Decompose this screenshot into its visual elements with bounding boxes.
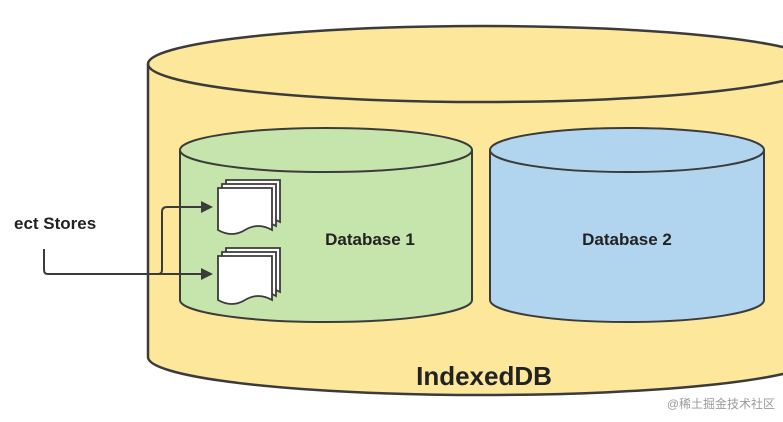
database-2-label: Database 2 [582, 230, 672, 249]
watermark-text: @稀土掘金技术社区 [667, 396, 775, 411]
arrowhead-2-icon [201, 268, 213, 280]
object-stores-label: ect Stores [14, 214, 96, 233]
database-1-top [179, 127, 473, 173]
database-2-cylinder [489, 127, 765, 323]
database-2-top [489, 127, 765, 173]
indexeddb-label: IndexedDB [416, 361, 552, 391]
object-store-icon-1 [217, 179, 281, 235]
database-2-body [489, 150, 765, 323]
arrowhead-1-icon [201, 201, 213, 213]
object-store-icon-2 [217, 247, 281, 305]
database-1-label: Database 1 [325, 230, 415, 249]
indexeddb-cylinder-top [146, 24, 783, 104]
object-store-connectors [43, 206, 203, 275]
